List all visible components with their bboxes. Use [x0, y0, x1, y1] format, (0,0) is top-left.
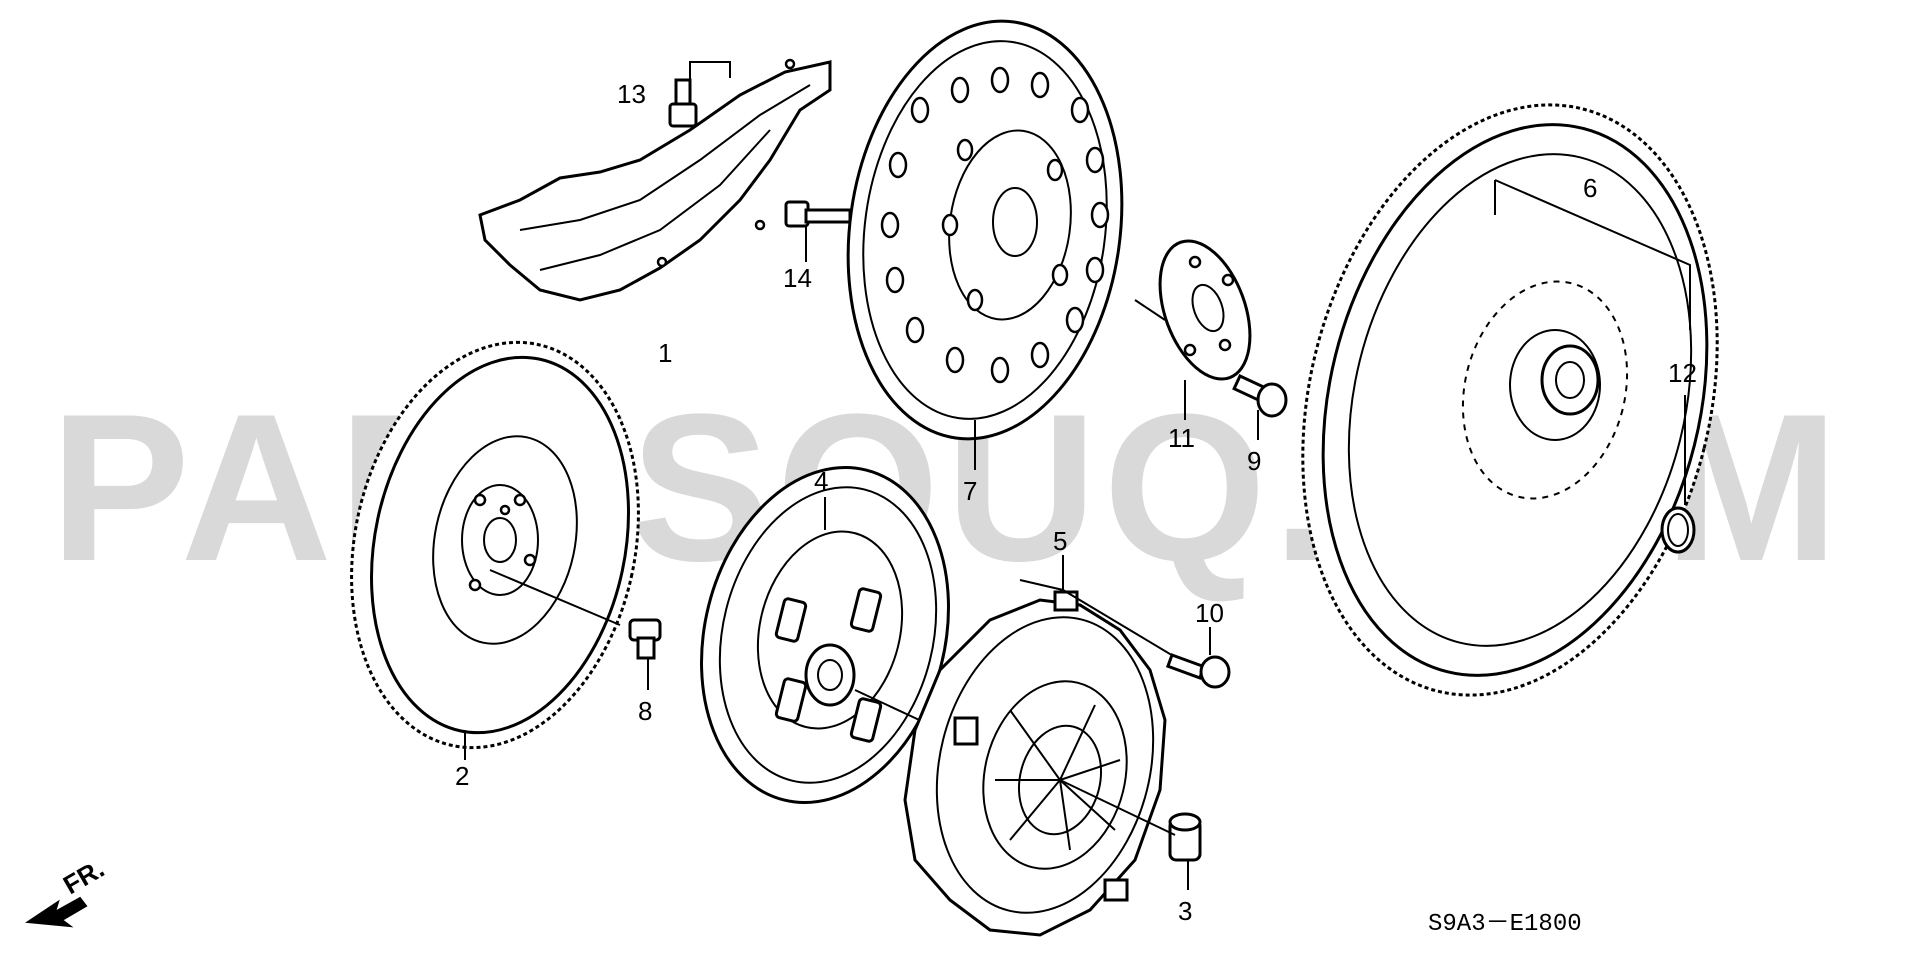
leader-3a — [1059, 779, 1176, 836]
part-pressure-plate[interactable] — [903, 590, 1183, 937]
diagram-code: S9A3－E1800 — [1428, 911, 1582, 938]
part-bolt-10[interactable] — [1165, 653, 1231, 689]
callout-12[interactable]: 12 — [1668, 358, 1697, 388]
callout-7[interactable]: 7 — [963, 476, 977, 506]
leader-13 — [689, 61, 731, 80]
callout-11[interactable]: 11 — [1168, 423, 1195, 453]
part-o-ring[interactable] — [1660, 506, 1696, 554]
callout-1[interactable]: 1 — [658, 338, 672, 368]
leader-4b — [854, 689, 931, 726]
part-drive-plate[interactable] — [822, 3, 1148, 456]
part-bolt-14[interactable] — [784, 200, 852, 228]
part-bolt-9[interactable] — [1232, 374, 1288, 418]
callout-10[interactable]: 10 — [1195, 598, 1224, 628]
callout-13[interactable]: 13 — [617, 79, 646, 109]
callout-2[interactable]: 2 — [455, 761, 469, 791]
callout-9[interactable]: 9 — [1247, 446, 1261, 476]
front-direction-arrow-icon — [25, 896, 88, 928]
callout-5[interactable]: 5 — [1053, 526, 1067, 556]
callout-4[interactable]: 4 — [814, 466, 828, 496]
callout-8[interactable]: 8 — [638, 696, 652, 726]
leader-11a — [1134, 299, 1166, 321]
part-clutch-disc[interactable] — [667, 441, 982, 829]
callout-3[interactable]: 3 — [1178, 896, 1192, 926]
part-bushing[interactable] — [1168, 812, 1202, 862]
part-bolt-8[interactable] — [628, 618, 662, 660]
leader-6 — [1494, 179, 1691, 330]
leader-5b — [1019, 579, 1181, 661]
callout-6[interactable]: 6 — [1583, 173, 1597, 203]
part-bolt-13[interactable] — [668, 78, 698, 128]
part-clutch-cover-plate[interactable] — [478, 58, 832, 302]
part-flywheel[interactable] — [315, 315, 674, 774]
leader-2a — [489, 569, 621, 626]
part-torque-converter[interactable] — [1243, 61, 1776, 740]
callout-14[interactable]: 14 — [783, 263, 812, 293]
front-direction-label: FR. — [58, 853, 109, 900]
part-washer-plate[interactable] — [1143, 229, 1267, 392]
drive-plate-holes — [880, 66, 1110, 384]
